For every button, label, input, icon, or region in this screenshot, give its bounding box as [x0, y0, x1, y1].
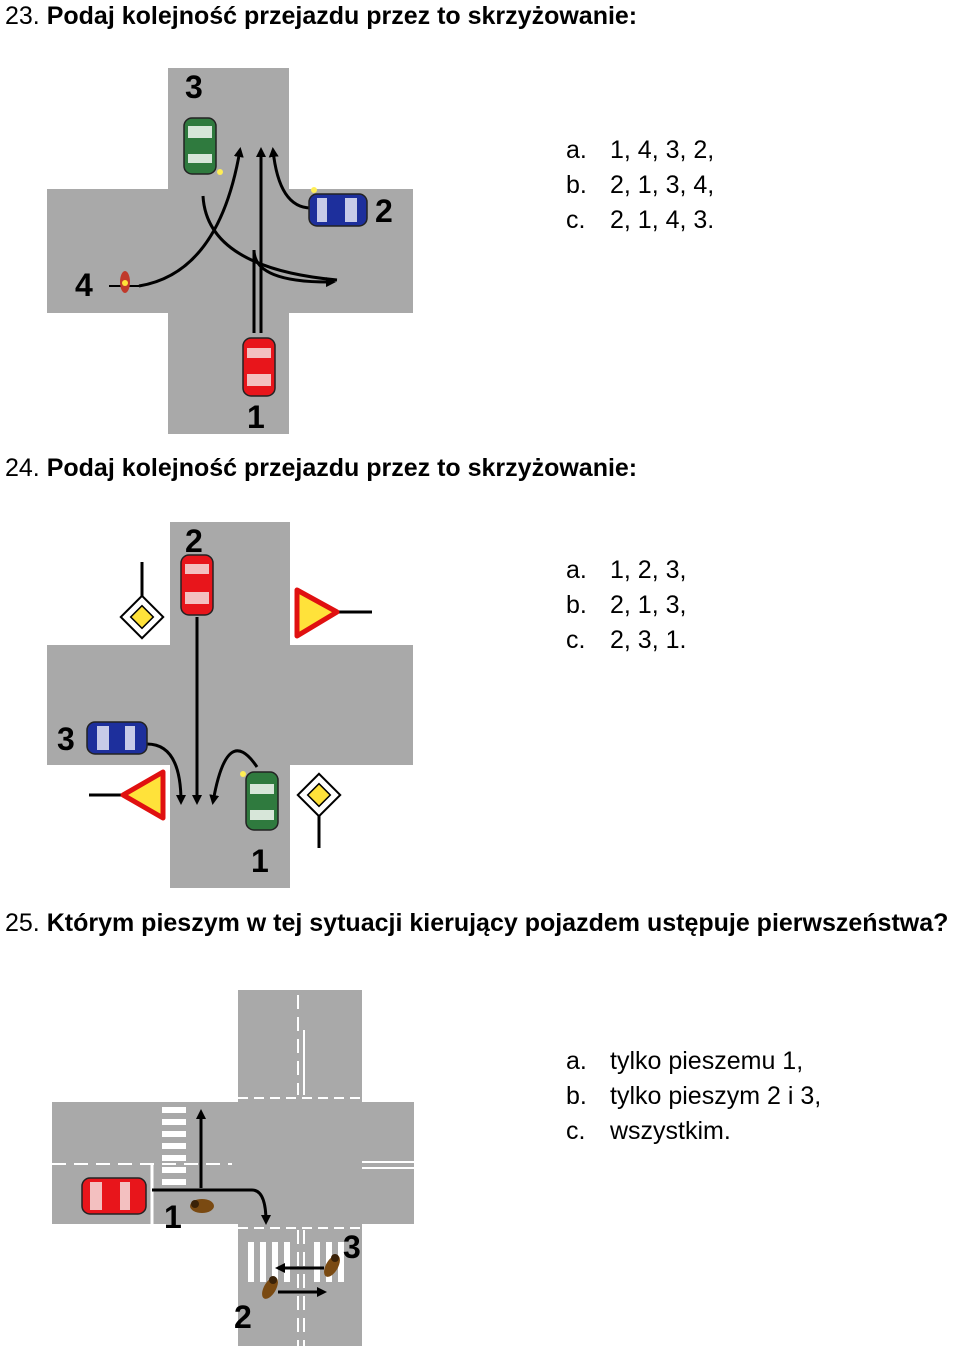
label-4: 4: [75, 267, 93, 303]
car-2-blue: [308, 187, 368, 227]
priority-road-sign-bottom: [296, 772, 342, 848]
label-2: 2: [375, 193, 393, 229]
answer-a[interactable]: a. tylko pieszemu 1,: [566, 1044, 821, 1079]
label-3: 3: [343, 1229, 361, 1265]
question-text: Podaj kolejność przejazdu przez to skrzy…: [46, 2, 638, 30]
answer-text: 1, 4, 3, 2,: [610, 136, 715, 164]
answer-b[interactable]: b. tylko pieszym 2 i 3,: [566, 1079, 821, 1114]
answer-b[interactable]: b. 2, 1, 3, 4,: [566, 168, 714, 203]
answers-25: a. tylko pieszemu 1, b. tylko pieszym 2 i …: [566, 1044, 821, 1149]
arrow-car3-right: [146, 742, 186, 805]
answer-label: b.: [566, 171, 587, 199]
question-25-heading: 25. Którym pieszym w tej sytuacji kieruj…: [5, 909, 948, 938]
question-text: Podaj kolejność przejazdu przez to skrzy…: [46, 454, 638, 482]
label-3: 3: [57, 721, 75, 757]
answer-label: b.: [566, 1082, 587, 1110]
answers-23: a. 1, 4, 3, 2, b. 2, 1, 3, 4, c. 2, 1, 4, 3…: [566, 133, 714, 238]
intersection-figure-23: 3 2 4 1: [47, 68, 413, 434]
answer-c[interactable]: c. 2, 1, 4, 3.: [566, 203, 714, 238]
answer-a[interactable]: a. 1, 2, 3,: [566, 553, 686, 588]
answer-text: 2, 1, 4, 3.: [610, 206, 715, 234]
car-red: [81, 1177, 147, 1215]
pedestrian-2: [262, 1276, 278, 1299]
intersection-figure-25: 1 2 3: [52, 990, 414, 1346]
label-1: 1: [164, 1199, 182, 1235]
question-24-heading: 24. Podaj kolejność przejazdu przez to s…: [5, 454, 637, 483]
question-number: 24.: [5, 454, 40, 482]
answer-label: c.: [566, 626, 586, 654]
intersection-figure-24: 2 3 1: [47, 522, 413, 888]
car-1-green: [240, 771, 279, 831]
cyclist-4: [109, 271, 139, 293]
car-2-red: [180, 554, 214, 616]
answer-a[interactable]: a. 1, 4, 3, 2,: [566, 133, 714, 168]
answer-c[interactable]: c. 2, 3, 1.: [566, 623, 686, 658]
answer-label: a.: [566, 136, 587, 164]
priority-road-sign-top: [119, 562, 165, 640]
label-1: 1: [247, 399, 265, 434]
arrow-car2-turn: [268, 147, 312, 210]
label-3: 3: [185, 69, 203, 105]
answer-label: c.: [566, 1117, 586, 1145]
answers-24: a. 1, 2, 3, b. 2, 1, 3, c. 2, 3, 1.: [566, 553, 686, 658]
answer-label: b.: [566, 591, 587, 619]
zebra-crossing-left: [162, 1107, 186, 1185]
question-text: Którym pieszym w tej sytuacji kierujący …: [46, 909, 949, 937]
answer-label: a.: [566, 556, 587, 584]
yield-sign-left: [89, 769, 166, 821]
answer-text: 2, 3, 1.: [610, 626, 687, 654]
label-1: 1: [251, 843, 269, 879]
answer-text: tylko pieszym 2 i 3,: [610, 1082, 822, 1110]
question-number: 23.: [5, 2, 40, 30]
answer-label: c.: [566, 206, 586, 234]
label-2: 2: [234, 1299, 252, 1335]
question-23-heading: 23. Podaj kolejność przejazdu przez to s…: [5, 2, 637, 31]
car-3-green: [183, 117, 223, 175]
answer-text: wszystkim.: [610, 1117, 731, 1145]
answer-label: a.: [566, 1047, 587, 1075]
answer-b[interactable]: b. 2, 1, 3,: [566, 588, 686, 623]
arrow-car-right-turn: [152, 1188, 271, 1225]
pedestrian-3: [324, 1254, 340, 1277]
answer-text: 2, 1, 3,: [610, 591, 687, 619]
answer-text: 2, 1, 3, 4,: [610, 171, 715, 199]
car-1-red: [242, 337, 276, 397]
answer-text: 1, 2, 3,: [610, 556, 687, 584]
yield-sign-right: [294, 587, 372, 639]
label-2: 2: [185, 523, 203, 559]
pedestrian-1: [190, 1199, 214, 1213]
car-3-blue: [86, 721, 148, 755]
arrow-car3-left-turn: [201, 195, 338, 282]
lane-markings: [52, 995, 414, 1346]
arrow-car1-right: [252, 249, 336, 333]
question-number: 25.: [5, 909, 40, 937]
answer-c[interactable]: c. wszystkim.: [566, 1114, 821, 1149]
arrow-car4-turn: [138, 147, 244, 288]
arrow-car1-uturn: [209, 749, 259, 805]
answer-text: tylko pieszemu 1,: [610, 1047, 804, 1075]
